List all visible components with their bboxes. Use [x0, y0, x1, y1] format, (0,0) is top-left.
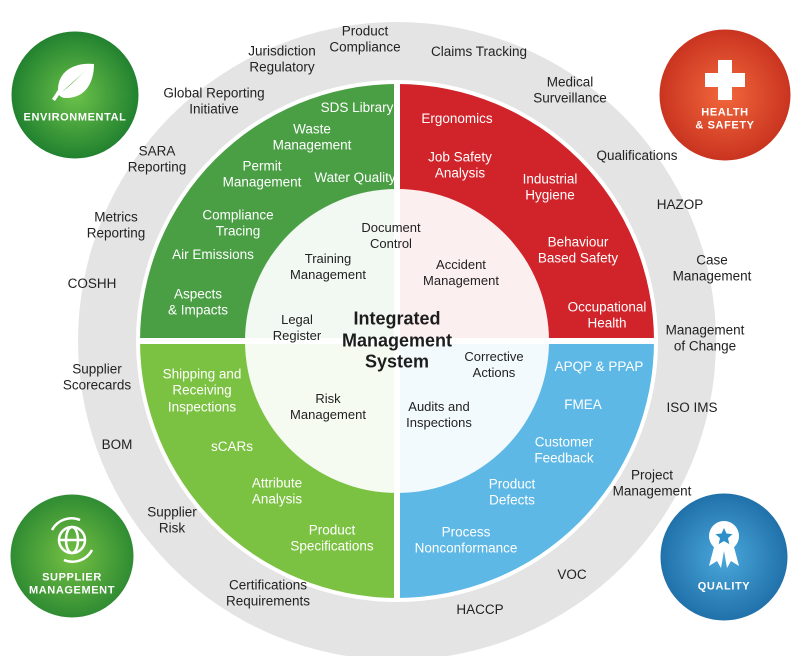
core-item: Training Management: [290, 251, 366, 282]
badge-label-supplier-management: SUPPLIER MANAGEMENT: [28, 571, 116, 597]
outer-item: HACCP: [456, 601, 504, 617]
outer-item: Jurisdiction Regulatory: [248, 43, 316, 75]
outer-item: COSHH: [67, 275, 117, 291]
env-item: Waste Management: [272, 121, 352, 153]
outer-item: SARA Reporting: [127, 143, 187, 175]
outer-item: Supplier Risk: [147, 504, 197, 536]
core-item: Risk Management: [290, 391, 366, 422]
outer-item: Certifications Requirements: [225, 577, 311, 609]
outer-item: Qualifications: [596, 147, 678, 163]
badge-environmental: [6, 26, 144, 164]
award-ribbon-icon: [709, 521, 739, 568]
outer-item: Global Reporting Initiative: [163, 85, 265, 117]
outer-item: VOC: [557, 566, 587, 582]
medical-cross-icon: [705, 60, 745, 100]
env-item: SDS Library: [320, 99, 394, 115]
outer-item: Claims Tracking: [430, 43, 528, 59]
badge-health-safety: [654, 24, 796, 166]
quality-item: Product Defects: [488, 476, 536, 508]
quality-item: APQP & PPAP: [554, 358, 644, 374]
supplier-item: Product Specifications: [290, 522, 374, 554]
core-item: Legal Register: [272, 312, 322, 343]
outer-item: Product Compliance: [329, 23, 401, 55]
quality-item: FMEA: [564, 396, 602, 412]
outer-item: Case Management: [672, 252, 752, 284]
badge-supplier-management: [5, 489, 139, 623]
supplier-item: Attribute Analysis: [251, 475, 303, 507]
supplier-item: Shipping and Receiving Inspections: [162, 366, 242, 415]
env-item: Air Emissions: [172, 246, 254, 262]
env-item: Compliance Tracing: [202, 207, 274, 239]
core-item: Document Control: [361, 220, 421, 251]
hs-item: Industrial Hygiene: [522, 171, 578, 203]
outer-item: Metrics Reporting: [86, 209, 146, 241]
center-title: Integrated Management System: [341, 308, 453, 372]
outer-item: HAZOP: [656, 196, 704, 212]
env-item: Aspects & Impacts: [167, 286, 229, 318]
hs-item: Ergonomics: [421, 110, 493, 126]
core-item: Audits and Inspections: [406, 399, 472, 430]
outer-item: BOM: [101, 436, 133, 452]
outer-item: Medical Surveillance: [533, 74, 607, 106]
hs-item: Occupational Health: [567, 299, 647, 331]
core-item: Corrective Actions: [464, 349, 524, 380]
outer-item: ISO IMS: [666, 399, 718, 415]
outer-item: Project Management: [612, 467, 692, 499]
inner-core: [245, 189, 549, 493]
globe-recycle-icon: [50, 517, 94, 563]
hs-item: Job Safety Analysis: [428, 149, 492, 181]
supplier-item: sCARs: [210, 438, 254, 454]
leaf-icon: [52, 63, 94, 101]
badge-label-quality: QUALITY: [697, 580, 751, 593]
core-item: Accident Management: [423, 257, 499, 288]
quality-item: Process Nonconformance: [414, 524, 518, 556]
outer-item: Management of Change: [665, 322, 745, 354]
badge-quality: [655, 488, 793, 626]
quality-item: Customer Feedback: [534, 434, 594, 466]
badge-label-health-safety: HEALTH & SAFETY: [695, 106, 755, 132]
outer-item: Supplier Scorecards: [62, 361, 132, 393]
hs-item: Behaviour Based Safety: [537, 234, 619, 266]
badge-label-environmental: ENVIRONMENTAL: [23, 111, 127, 124]
env-item: Water Quality: [314, 169, 396, 185]
env-item: Permit Management: [222, 158, 302, 190]
